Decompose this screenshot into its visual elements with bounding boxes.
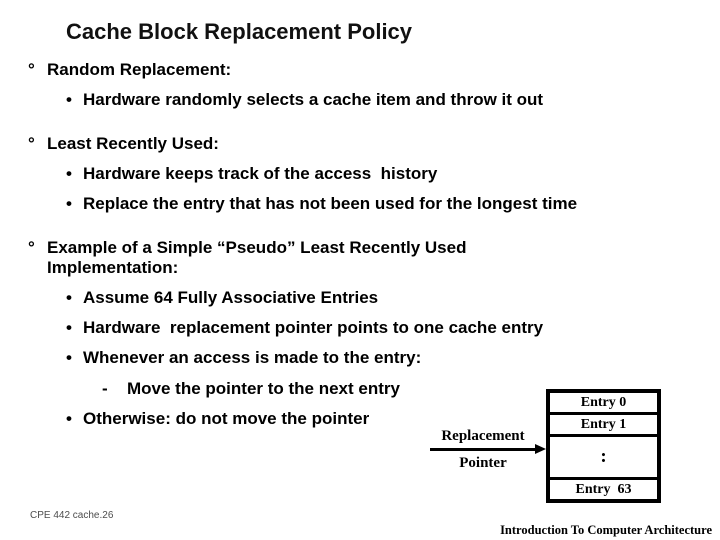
bullet-row: ° Random Replacement: [28, 60, 231, 80]
bullet-text: Otherwise: do not move the pointer [83, 409, 370, 428]
dot-bullet-icon: • [66, 318, 72, 337]
page-title: Cache Block Replacement Policy [66, 19, 413, 44]
bullet-text: Replace the entry that has not been used… [83, 194, 578, 213]
degree-bullet-icon: ° [28, 60, 35, 79]
cache-entry-row: Entry 1 [550, 415, 657, 437]
bullet-row: • Assume 64 Fully Associative Entries [66, 288, 378, 308]
degree-bullet-icon: ° [28, 134, 35, 153]
dash-bullet-icon: - [102, 379, 108, 398]
replacement-pointer-label-bottom: Pointer [459, 455, 507, 471]
dot-bullet-icon: • [66, 348, 72, 367]
bullet-text: Whenever an access is made to the entry: [83, 348, 422, 367]
slide-footer-course-title: Introduction To Computer Architecture [500, 523, 712, 537]
bullet-row: • Otherwise: do not move the pointer [66, 409, 369, 429]
bullet-row: • Replace the entry that has not been us… [66, 194, 577, 214]
bullet-row: ° Example of a Simple “Pseudo” Least Rec… [28, 238, 508, 278]
bullet-row: ° Least Recently Used: [28, 134, 219, 154]
bullet-text: Hardware randomly selects a cache item a… [83, 90, 544, 109]
bullet-row: • Hardware replacement pointer points to… [66, 318, 543, 338]
bullet-row: • Hardware keeps track of the access his… [66, 164, 437, 184]
cache-entry-ellipsis-row: : [550, 437, 657, 480]
bullet-row: • Hardware randomly selects a cache item… [66, 90, 543, 110]
replacement-pointer-label-top: Replacement [441, 428, 525, 444]
degree-bullet-icon: ° [28, 238, 35, 257]
cache-entry-row: Entry 63 [575, 481, 632, 497]
bullet-text: Least Recently Used: [47, 134, 219, 153]
dot-bullet-icon: • [66, 288, 72, 307]
bullet-text: Hardware replacement pointer points to o… [83, 318, 544, 337]
bullet-text: Hardware keeps track of the access histo… [83, 164, 438, 183]
dot-bullet-icon: • [66, 164, 72, 183]
dot-bullet-icon: • [66, 409, 72, 428]
bullet-text: Move the pointer to the next entry [127, 379, 400, 398]
slide-footer-course-label: CPE 442 cache.26 [30, 510, 114, 521]
dot-bullet-icon: • [66, 90, 72, 109]
bullet-text: Random Replacement: [47, 60, 232, 79]
bullet-text: Assume 64 Fully Associative Entries [83, 288, 379, 307]
pointer-arrow-head-icon [535, 444, 546, 454]
cache-entry-row: Entry 0 [550, 393, 657, 415]
bullet-text: Example of a Simple “Pseudo” Least Recen… [47, 238, 472, 277]
pointer-arrow-shaft [430, 448, 536, 451]
bullet-row: - Move the pointer to the next entry [102, 379, 400, 399]
dot-bullet-icon: • [66, 194, 72, 213]
bullet-row: • Whenever an access is made to the entr… [66, 348, 421, 368]
cache-entries-table: Entry 0 Entry 1 : Entry 63 [546, 389, 661, 503]
